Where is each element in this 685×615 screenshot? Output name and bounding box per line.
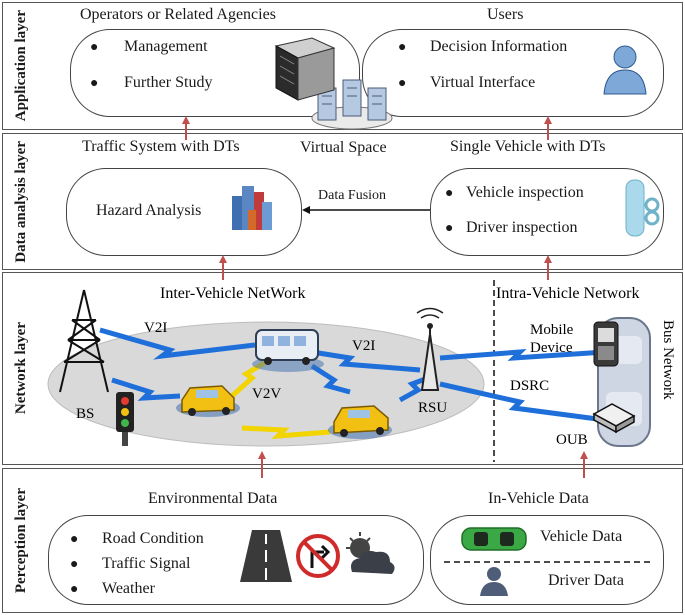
v2i-right-label: V2I <box>352 338 375 354</box>
operators-title: Operators or Related Agencies <box>80 6 276 23</box>
bullet-icon: ● <box>398 76 407 91</box>
bullet-icon: ● <box>445 221 454 236</box>
data-fusion-label: Data Fusion <box>318 188 387 203</box>
weather-label: Weather <box>102 580 155 597</box>
mobile-device-label-line2: Device <box>530 340 573 356</box>
single-vehicle-pill <box>430 168 664 256</box>
car-icon <box>461 527 527 551</box>
weather-icon <box>346 532 395 574</box>
vehicle-sensor-icon <box>625 179 660 237</box>
bullet-icon: ● <box>90 76 99 91</box>
bullet-icon: ● <box>70 532 79 547</box>
lightning-taxi-taxi <box>241 425 331 440</box>
driver-avatar-icon <box>480 567 508 596</box>
server-rack-icon <box>274 37 336 101</box>
taxi-icon <box>176 385 240 417</box>
inter-vehicle-network-label: Inter-Vehicle NetWork <box>160 285 305 302</box>
driver-data-label: Driver Data <box>548 572 624 589</box>
oub-label: OUB <box>556 432 588 448</box>
single-vehicle-title: Single Vehicle with DTs <box>450 138 606 155</box>
rsu-label: RSU <box>418 400 447 416</box>
vehicle-inspection-label: Vehicle inspection <box>466 184 584 201</box>
rsu-antenna-icon <box>416 307 444 391</box>
no-turn-sign-icon <box>296 534 340 578</box>
bullet-icon: ● <box>398 40 407 55</box>
operators-item-management: Management <box>124 38 208 55</box>
oub-box-icon <box>592 403 636 434</box>
users-item-virtual-interface: Virtual Interface <box>430 74 536 91</box>
v2v-label: V2V <box>252 386 281 402</box>
dsrc-label: DSRC <box>510 378 549 394</box>
layer-arrows <box>182 116 588 478</box>
lightning-rsu-oub <box>439 381 606 423</box>
lightning-taxi-bus <box>230 359 268 398</box>
lightning-bus-rsu <box>311 349 421 373</box>
bullet-icon: ● <box>445 186 454 201</box>
vehicle-data-label: Vehicle Data <box>540 528 623 545</box>
traffic-system-title: Traffic System with DTs <box>82 138 240 155</box>
v2i-left-label: V2I <box>144 320 167 336</box>
bus-network-label: Bus Network <box>660 320 676 400</box>
lightning-bs-bus <box>99 327 256 360</box>
intra-vehicle-network-label: Intra-Vehicle Network <box>496 285 640 302</box>
users-title: Users <box>487 6 524 23</box>
user-avatar-icon <box>603 45 647 95</box>
road-condition-label: Road Condition <box>102 530 204 547</box>
mobile-device-label-line1: Mobile <box>530 322 574 338</box>
driver-inspection-label: Driver inspection <box>466 219 578 236</box>
city-buildings-icon <box>232 186 272 230</box>
base-station-tower-icon <box>59 289 109 393</box>
data-analysis-layer: Data analysis layer <box>2 133 683 270</box>
bs-label: BS <box>76 406 94 422</box>
network-layer: Network layer <box>2 272 683 465</box>
bus-icon <box>252 329 324 372</box>
lightning-links <box>99 327 606 440</box>
users-item-decision: Decision Information <box>430 38 568 55</box>
taxi-icon <box>328 405 392 439</box>
operators-item-further-study: Further Study <box>124 74 213 91</box>
server-stack-icon <box>311 79 393 130</box>
in-vehicle-data-title: In-Vehicle Data <box>488 490 589 507</box>
traffic-light-icon <box>116 392 134 446</box>
lightning-taxi2-rsu <box>398 375 429 403</box>
road-icon <box>240 530 292 582</box>
bullet-icon: ● <box>90 40 99 55</box>
environmental-data-title: Environmental Data <box>148 490 278 507</box>
mobile-device-icon <box>593 321 619 367</box>
lightning-rsu-mobile <box>439 349 606 361</box>
lightning-bus-taxi2 <box>310 363 351 395</box>
lightning-bs-taxi <box>111 377 181 401</box>
perception-layer: Perception layer <box>2 468 683 613</box>
hazard-analysis-label: Hazard Analysis <box>96 202 202 219</box>
bullet-icon: ● <box>70 557 79 572</box>
application-layer: Application layer <box>2 2 683 130</box>
virtual-space-label: Virtual Space <box>300 139 387 156</box>
bullet-icon: ● <box>70 582 79 597</box>
traffic-signal-label: Traffic Signal <box>102 555 191 572</box>
